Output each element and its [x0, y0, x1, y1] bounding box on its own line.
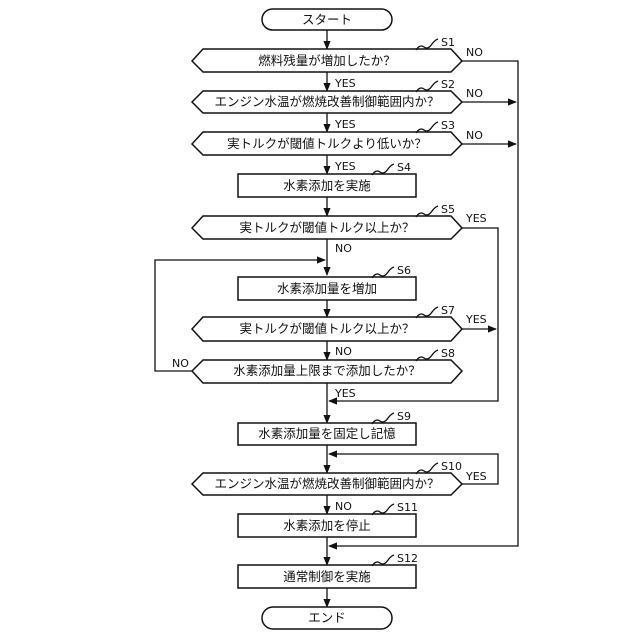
process-s11-text: 水素添加を停止 [283, 518, 371, 533]
process-s6-text: 水素添加量を増加 [277, 281, 377, 296]
decision-s2: エンジン水温が燃焼改善制御範囲内か？ [192, 91, 462, 113]
decision-s5: 実トルクが閾値トルク以上か？ [192, 216, 462, 239]
decision-s10-text: エンジン水温が燃焼改善制御範囲内か？ [214, 476, 439, 491]
start-terminal: スタート [262, 9, 392, 30]
edge-label-s10-no: NO [335, 500, 352, 513]
process-s9: 水素添加量を固定し記憶 [238, 423, 416, 445]
decision-s3-text: 実トルクが閾値トルクより低いか？ [227, 136, 427, 151]
edge-label-s10-yes: YES [465, 470, 487, 483]
edge-label-s3-yes: YES [334, 160, 356, 173]
step-id-s6: S6 [397, 264, 411, 277]
edge-label-s1-yes: YES [334, 77, 356, 90]
step-id-s1: S1 [441, 36, 455, 49]
edge-label-s7-yes: YES [465, 313, 487, 326]
edge-label-s5-yes: YES [465, 212, 487, 225]
start-label: スタート [302, 12, 352, 27]
step-id-s5: S5 [441, 203, 455, 216]
step-id-s3: S3 [441, 119, 455, 132]
process-s6: 水素添加量を増加 [238, 277, 416, 300]
edge-label-s2-no: NO [466, 87, 483, 100]
edge-label-s1-no: NO [466, 46, 483, 59]
process-s12: 通常制御を実施 [238, 565, 416, 588]
edge-label-s5-no: NO [335, 242, 352, 255]
step-id-s11: S11 [397, 501, 418, 514]
decision-s10: エンジン水温が燃焼改善制御範囲内か？ [192, 473, 462, 495]
decision-s1: 燃料残量が増加したか？ [192, 49, 462, 72]
edge-label-s8-no: NO [172, 357, 189, 370]
process-s9-text: 水素添加量を固定し記憶 [258, 426, 396, 441]
end-label: エンド [308, 610, 346, 625]
edge-label-s7-no: NO [335, 345, 352, 358]
process-s12-text: 通常制御を実施 [283, 569, 371, 584]
step-id-s4: S4 [397, 161, 411, 174]
step-id-s9: S9 [397, 410, 411, 423]
decision-s8-text: 水素添加量上限まで添加したか？ [233, 363, 421, 378]
step-id-s7: S7 [441, 304, 455, 317]
edge-label-s8-yes: YES [334, 387, 356, 400]
step-id-s2: S2 [441, 78, 455, 91]
decision-s5-text: 実トルクが閾値トルク以上か？ [239, 220, 414, 235]
decision-s2-text: エンジン水温が燃焼改善制御範囲内か？ [214, 94, 439, 109]
end-terminal: エンド [262, 607, 392, 629]
decision-s8: 水素添加量上限まで添加したか？ [192, 360, 462, 383]
step-id-s12: S12 [397, 552, 418, 565]
edge-label-s2-yes: YES [334, 118, 356, 131]
decision-s3: 実トルクが閾値トルクより低いか？ [192, 132, 462, 155]
decision-s7: 実トルクが閾値トルク以上か？ [192, 317, 462, 341]
decision-s1-text: 燃料残量が増加したか？ [258, 53, 396, 68]
decision-s7-text: 実トルクが閾値トルク以上か？ [239, 321, 414, 336]
process-s4-text: 水素添加を実施 [283, 178, 371, 193]
step-id-s10: S10 [441, 460, 462, 473]
process-s4: 水素添加を実施 [238, 174, 416, 197]
step-id-s8: S8 [441, 347, 455, 360]
process-s11: 水素添加を停止 [238, 514, 416, 537]
edge-label-s3-no: NO [466, 129, 483, 142]
